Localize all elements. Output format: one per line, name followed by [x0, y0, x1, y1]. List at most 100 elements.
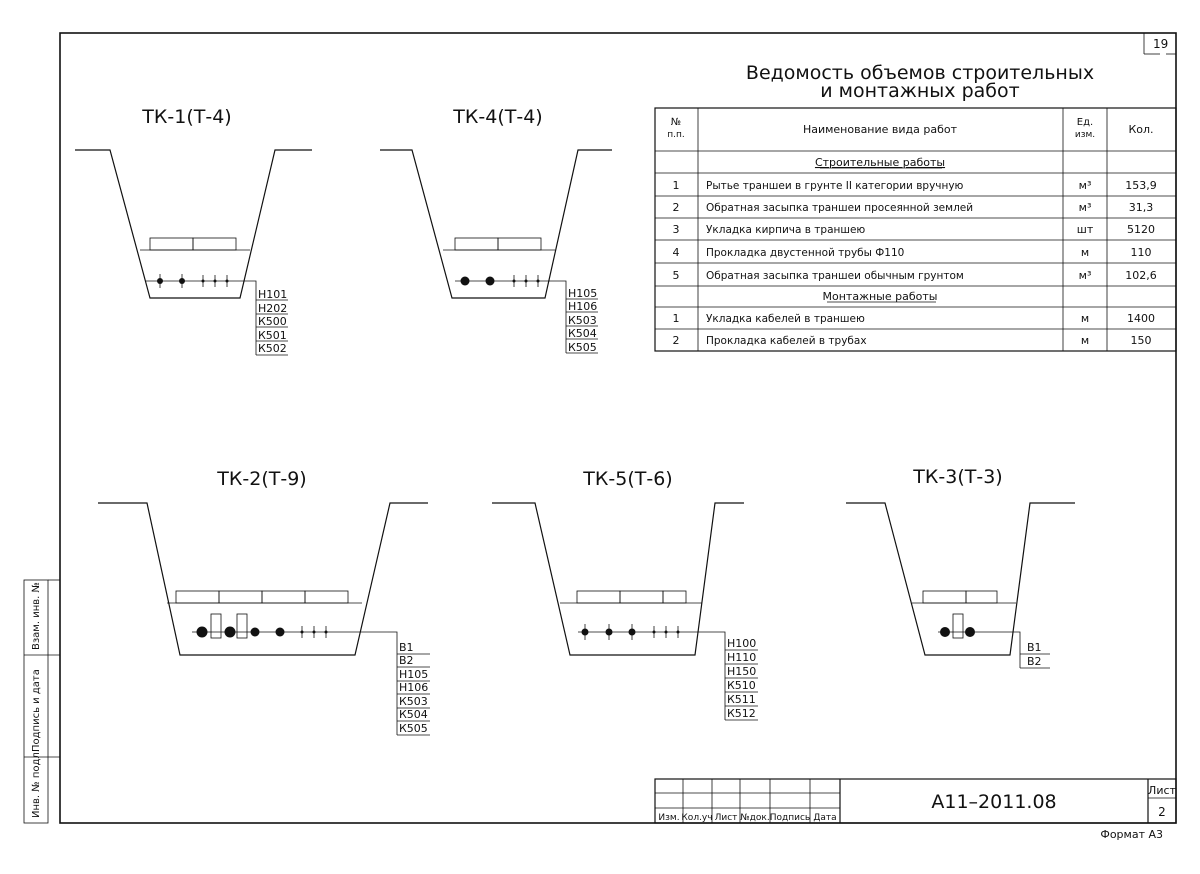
- table-row: 1 Рытье траншеи в грунте II категории вр…: [673, 179, 1157, 192]
- cable-label: К500: [258, 315, 287, 328]
- row-qty: 31,3: [1129, 201, 1154, 214]
- cable-label: К503: [399, 695, 428, 708]
- cable-label: В1: [399, 641, 414, 654]
- title-block: Изм. Кол.уч Лист №док. Подпись Дата А11–…: [654, 778, 1177, 824]
- cable-label: Н202: [258, 302, 287, 315]
- trench-section-tk2: ТК-2(Т-9) В1 В2 Н105: [98, 468, 430, 736]
- row-num: 1: [673, 312, 680, 325]
- brick-row: [922, 590, 998, 604]
- row-unit: м³: [1079, 269, 1092, 282]
- row-name: Укладка кабелей в траншею: [706, 313, 865, 325]
- cable-label: Н106: [568, 300, 597, 313]
- tb-sheet-label: Лист: [1148, 784, 1176, 797]
- row-name: Прокладка кабелей в трубах: [706, 335, 867, 347]
- cable-label: К510: [727, 679, 756, 692]
- row-unit: м: [1081, 334, 1089, 347]
- row-unit: м³: [1079, 201, 1092, 214]
- cable-markers: [196, 613, 328, 639]
- brick-row: [149, 237, 237, 251]
- row-num: 3: [673, 223, 680, 236]
- cable-label: К505: [399, 722, 428, 735]
- header-qty: Кол.: [1128, 123, 1153, 136]
- cable-label: В2: [1027, 655, 1042, 668]
- brick-row: [576, 590, 687, 604]
- table-row: 2 Прокладка кабелей в трубах м 150: [673, 334, 1152, 347]
- cable-label: К511: [727, 693, 756, 706]
- trench-section-tk3: ТК-3(Т-3) В1 В2: [846, 466, 1075, 669]
- section-title: ТК-3(Т-3): [912, 466, 1002, 488]
- cable-markers: [940, 613, 975, 639]
- tb-col-koluch: Кол.уч: [681, 813, 712, 823]
- cable-label: К512: [727, 707, 756, 720]
- row-qty: 5120: [1127, 223, 1155, 236]
- format-label: Формат А3: [1100, 828, 1163, 841]
- row-name: Рытье траншеи в грунте II категории вруч…: [706, 180, 964, 192]
- section-construction: Строительные работы: [815, 156, 945, 169]
- cable-labels: Н105 Н106 К503 К504 К505: [566, 287, 598, 354]
- tb-col-doc: №док.: [740, 813, 769, 823]
- table-title-line2: и монтажных работ: [820, 80, 1019, 102]
- row-qty: 150: [1131, 334, 1152, 347]
- cable-label: Н101: [258, 288, 287, 301]
- cable-label: Н110: [727, 651, 756, 664]
- volumes-table: Ведомость объемов строительных и монтажн…: [654, 62, 1177, 352]
- row-unit: м: [1081, 246, 1089, 259]
- header-name: Наименование вида работ: [803, 123, 958, 136]
- row-name: Прокладка двустенной трубы Ф110: [706, 247, 904, 259]
- row-unit: шт: [1077, 223, 1094, 236]
- header-unit: Ед.: [1077, 117, 1093, 128]
- leader-line: [562, 280, 567, 353]
- cable-labels: В1 В2: [1020, 641, 1050, 669]
- row-qty: 153,9: [1125, 179, 1157, 192]
- table-row: 2 Обратная засыпка траншеи просеянной зе…: [673, 201, 1154, 214]
- cable-markers: [157, 274, 229, 288]
- cable-label: К504: [399, 708, 428, 721]
- table-row: 5 Обратная засыпка траншеи обычным грунт…: [673, 269, 1157, 282]
- leader-line: [1018, 631, 1021, 668]
- trench-section-tk1: ТК-1(Т-4) Н101 Н202 К500 К501 К502: [75, 106, 312, 356]
- row-name: Укладка кирпича в траншею: [706, 224, 865, 236]
- trench-section-tk5: ТК-5(Т-6) Н100 Н110 Н150 К510 К511: [492, 468, 758, 721]
- tb-col-date: Дата: [813, 813, 836, 823]
- side-stamp-signature: Подпись и дата: [31, 669, 42, 752]
- cable-label: К504: [568, 327, 597, 340]
- header-unit-sub: изм.: [1075, 130, 1095, 140]
- drawing-frame: [59, 32, 1177, 824]
- header-num: №: [671, 117, 681, 128]
- cable-label: Н106: [399, 681, 428, 694]
- side-stamp-inventory: Инв. № подл.: [31, 749, 42, 818]
- table-row: 3 Укладка кирпича в траншею шт 5120: [673, 223, 1156, 236]
- cable-label: К503: [568, 314, 597, 327]
- brick-row: [175, 590, 349, 604]
- trench-outline: [75, 149, 312, 299]
- drawing-code: А11–2011.08: [931, 791, 1056, 813]
- tb-col-list: Лист: [715, 813, 738, 823]
- leader-line: [720, 631, 726, 720]
- cable-label: В2: [399, 654, 414, 667]
- section-title: ТК-2(Т-9): [216, 468, 306, 490]
- leader-line: [388, 631, 398, 735]
- section-installation: Монтажные работы: [823, 290, 938, 303]
- row-num: 1: [673, 179, 680, 192]
- leader-line: [252, 280, 257, 355]
- row-unit: м: [1081, 312, 1089, 325]
- cable-label: К505: [568, 341, 597, 354]
- tb-sheet-value: 2: [1158, 805, 1166, 819]
- cable-label: В1: [1027, 641, 1042, 654]
- side-stamp: Взам. инв. № Подпись и дата Инв. № подл.: [23, 579, 60, 824]
- tb-col-izm: Изм.: [658, 813, 679, 823]
- cable-label: К502: [258, 342, 287, 355]
- cable-label: Н100: [727, 637, 756, 650]
- table-row: 4 Прокладка двустенной трубы Ф110 м 110: [673, 246, 1152, 259]
- row-num: 2: [673, 201, 680, 214]
- row-num: 2: [673, 334, 680, 347]
- cable-labels: Н100 Н110 Н150 К510 К511 К512: [725, 637, 758, 721]
- trench-outline: [492, 502, 744, 656]
- row-qty: 1400: [1127, 312, 1155, 325]
- row-name: Обратная засыпка траншеи обычным грунтом: [706, 270, 964, 282]
- sheet-number: 19: [1153, 37, 1168, 51]
- trench-outline: [380, 149, 612, 299]
- cable-label: Н150: [727, 665, 756, 678]
